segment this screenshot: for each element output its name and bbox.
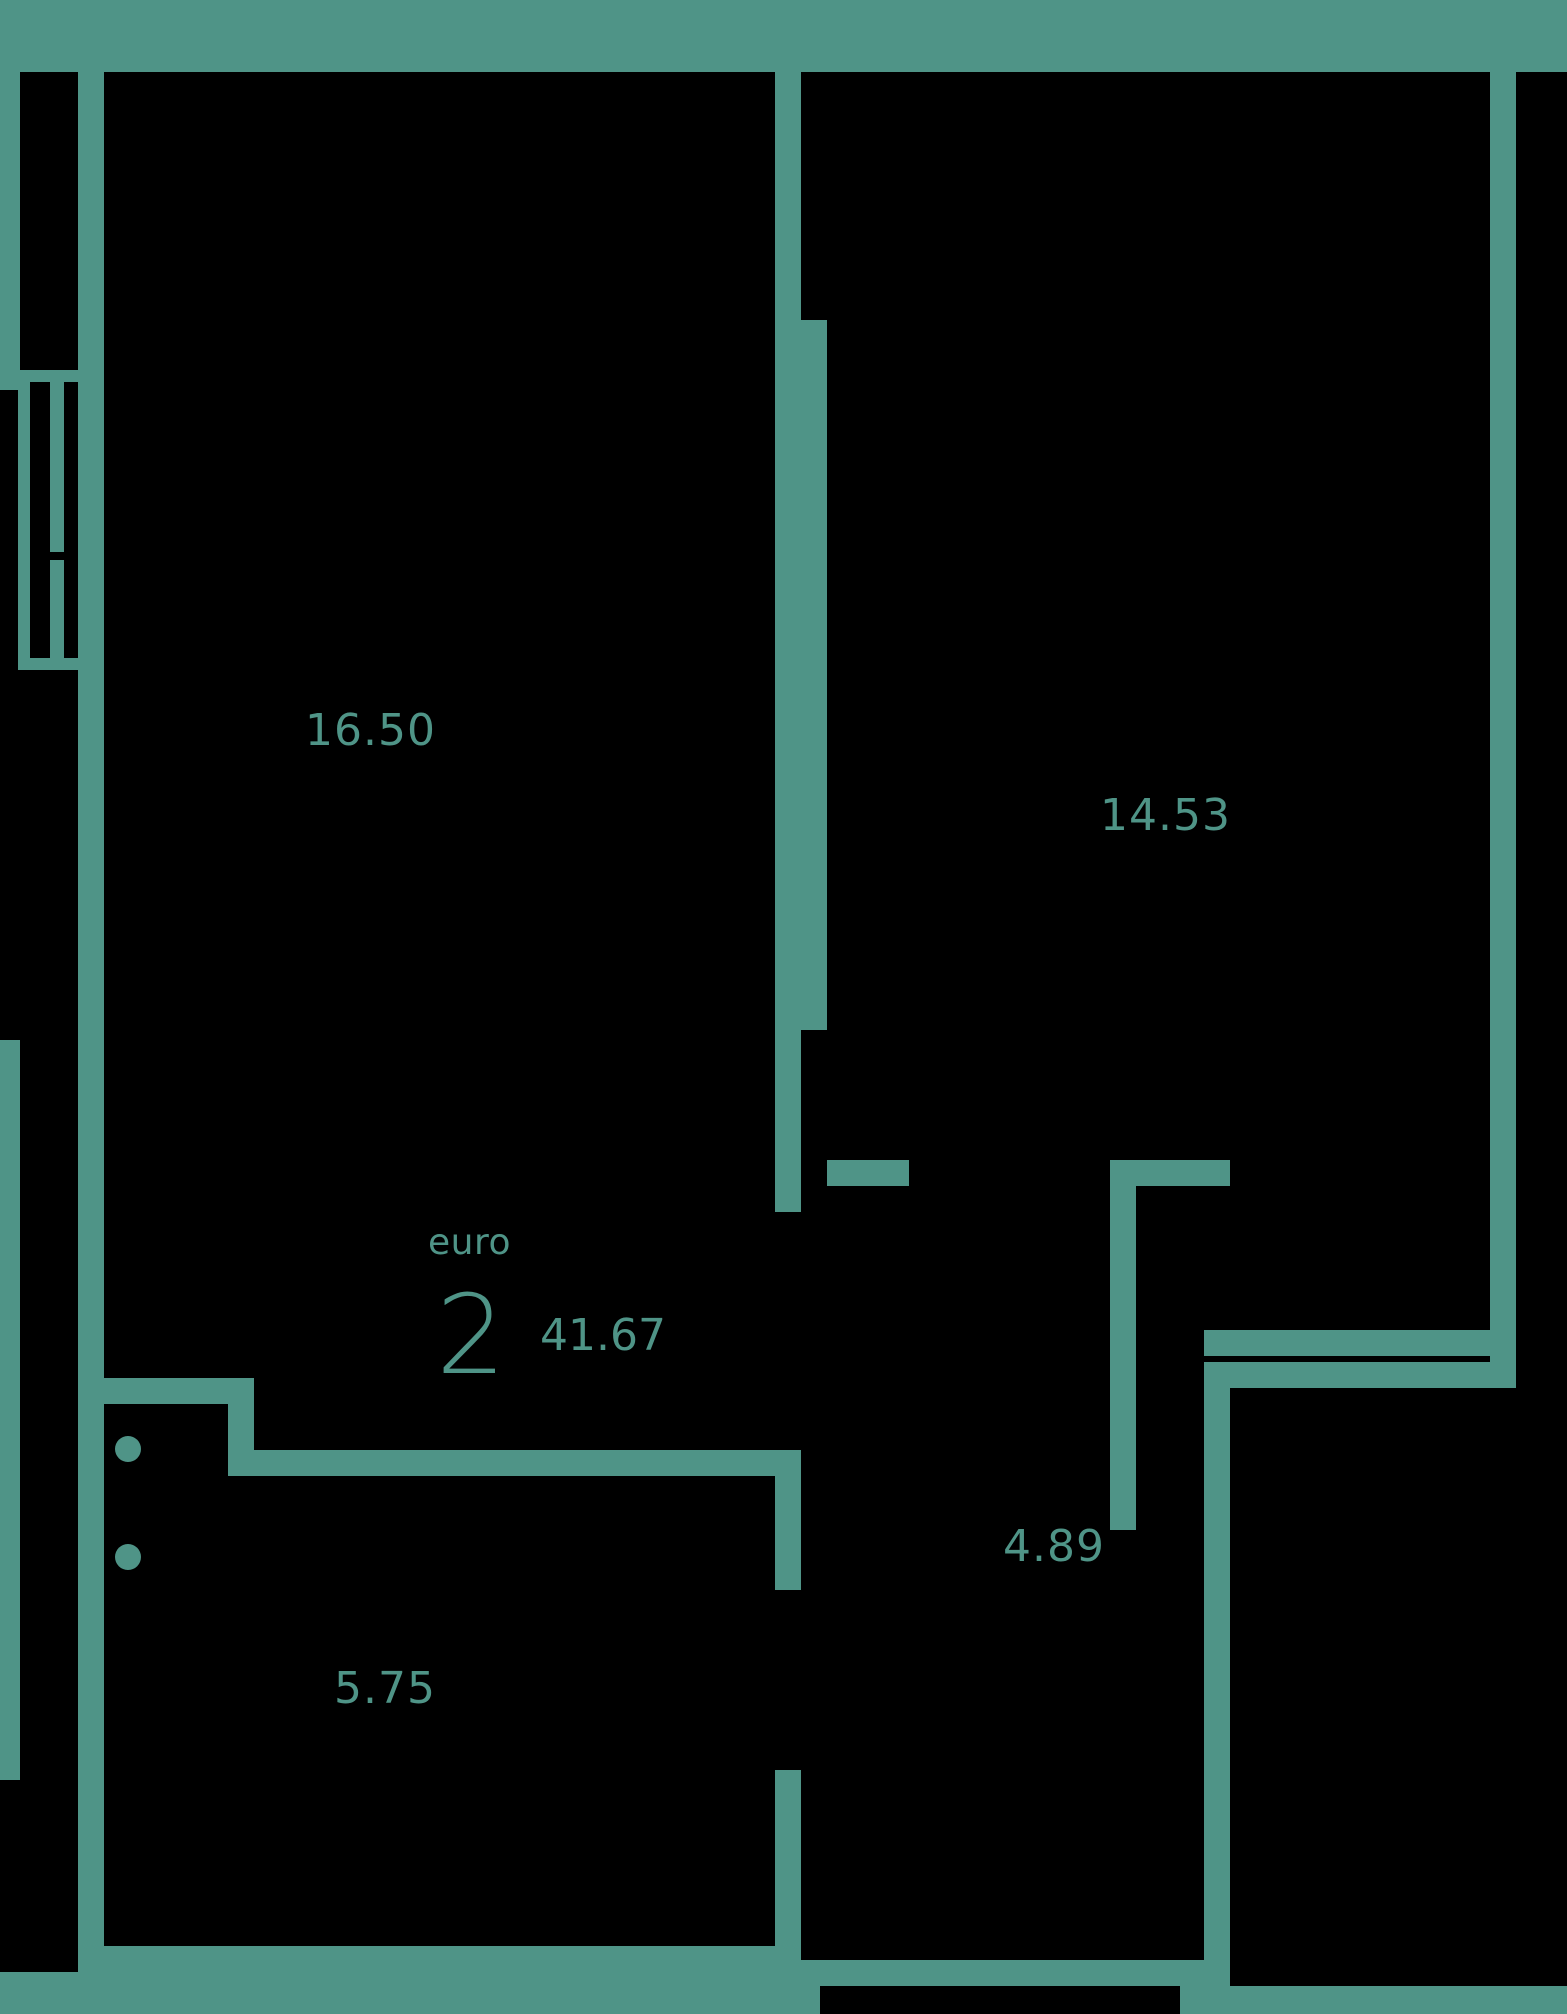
wall-hall-jamb <box>228 1378 254 1450</box>
wall-bottom-band-right <box>1180 1986 1567 2014</box>
wall-right-lower <box>1204 1362 1230 2012</box>
wall-left-bottom <box>0 1040 20 1780</box>
room-area-living-room: 16.50 <box>305 705 436 756</box>
wall-center-vertical <box>775 72 801 1212</box>
room-area-bathroom: 4.89 <box>1003 1521 1105 1572</box>
wall-left-top <box>0 0 20 390</box>
window-left-sash-a <box>50 372 64 552</box>
room-area-bedroom: 14.53 <box>1100 790 1231 841</box>
wall-hall-top-left <box>104 1378 234 1404</box>
wall-bath-bottom <box>775 1960 1205 1986</box>
wall-right-outer <box>1490 72 1516 1362</box>
total-area-value: 41.67 <box>540 1310 666 1361</box>
riser-dot-upper <box>115 1436 141 1462</box>
wall-hall-right-upper <box>775 1450 801 1590</box>
window-left-sash-b <box>50 560 64 670</box>
brand-rooms-number: 2 <box>436 1271 506 1399</box>
wall-bedroom-left-lower <box>1110 1160 1136 1530</box>
wall-bedroom-bottom-right <box>1204 1330 1516 1356</box>
window-top-left-outer <box>240 0 695 26</box>
room-area-hall: 5.75 <box>334 1663 436 1714</box>
window-left-outer-frame <box>18 370 30 670</box>
window-top-left-sash-b <box>405 40 690 56</box>
brand-euro-word: euro <box>428 1222 511 1263</box>
window-top-right-outer <box>955 0 1395 26</box>
window-top-right-sash-a <box>960 40 1105 56</box>
wall-bottom-band <box>0 1972 820 2014</box>
wall-right-notch <box>1230 1362 1516 1388</box>
door-jamb-center <box>827 1160 909 1186</box>
wall-bedroom-bottom <box>1110 1160 1230 1186</box>
wall-left-outer <box>78 72 104 1972</box>
wall-bottom-outer <box>78 1946 778 1972</box>
riser-dot-lower <box>115 1544 141 1570</box>
wall-hall-top <box>228 1450 780 1476</box>
wall-center-vertical-b <box>801 320 827 1030</box>
window-top-right-sash-b <box>1110 40 1400 56</box>
